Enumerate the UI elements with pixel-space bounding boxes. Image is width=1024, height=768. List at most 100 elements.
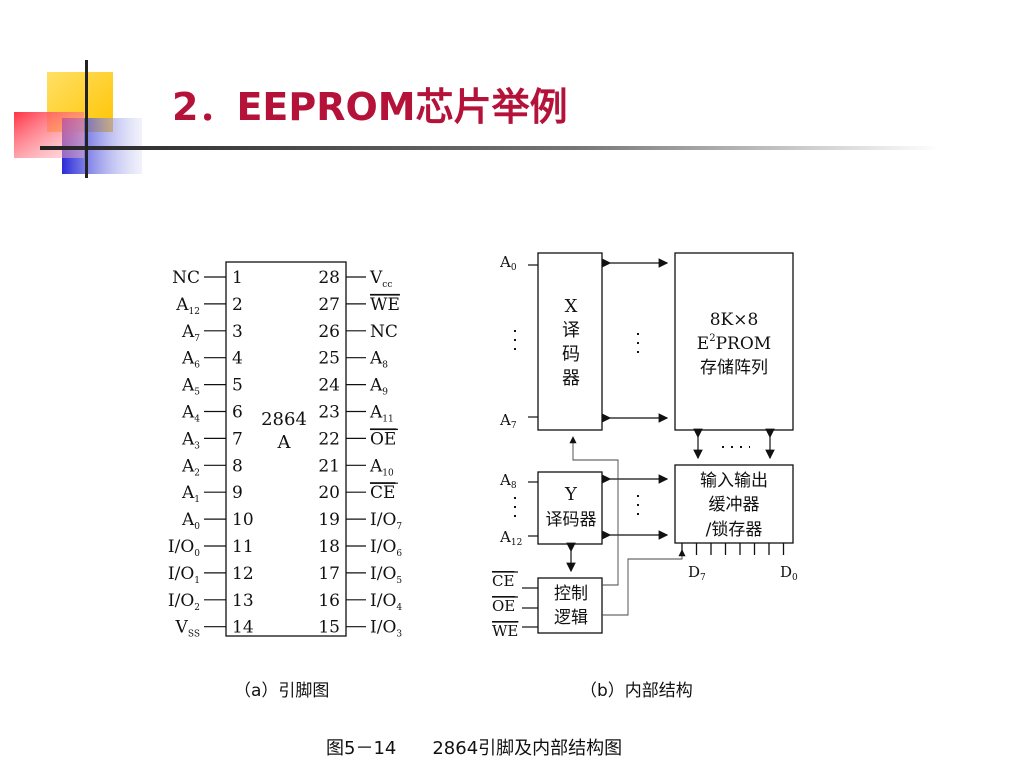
- pin-11-name: I/O0: [168, 537, 200, 559]
- pin-14-name-main: V: [175, 618, 189, 638]
- pin-6-name: A4: [181, 403, 200, 425]
- pin-4-name-sub: 6: [194, 361, 200, 371]
- pin-20-number: 20: [318, 483, 340, 503]
- pin-21-name: A10: [369, 456, 394, 478]
- pin-7-number: 7: [232, 429, 243, 449]
- pin-15-name-sub: 3: [396, 630, 402, 640]
- pin-12-name-sub: 1: [194, 576, 200, 586]
- pin-19-name-main: I/O: [370, 510, 396, 530]
- pin-21-name-main: A: [369, 456, 383, 476]
- label-d7-sub: 7: [700, 573, 706, 583]
- pin-18-name: I/O6: [370, 537, 402, 559]
- pin-15-number: 15: [318, 618, 340, 638]
- pin-17-name-main: I/O: [370, 564, 396, 584]
- pin-9-name-main: A: [181, 483, 195, 503]
- pin-6-name-main: A: [181, 403, 195, 423]
- pin-17-number: 17: [318, 564, 340, 584]
- label-a8-sub: 8: [511, 481, 517, 491]
- slide-title: 2．EEPROM芯片举例: [172, 85, 568, 129]
- pin-18-number: 18: [318, 537, 340, 557]
- label-we: WE: [492, 622, 518, 640]
- pin-8-name-main: A: [181, 456, 195, 476]
- pin-4-name: A6: [181, 349, 200, 371]
- label-d7: D7: [688, 563, 706, 583]
- pin-16-name-main: I/O: [370, 591, 396, 611]
- label-d7-name: D: [688, 563, 700, 581]
- pin-5: A5 5: [181, 376, 243, 398]
- x-decoder-text-4: 器: [562, 368, 580, 389]
- pin-8-number: 8: [232, 456, 243, 476]
- pin-21: 21 A10: [318, 456, 394, 478]
- label-a7-name: A: [499, 411, 511, 429]
- pin-21-number: 21: [318, 456, 340, 476]
- label-a12-sub: 12: [511, 538, 522, 548]
- label-a12: A12: [499, 528, 522, 548]
- array-text-2: E2PROM: [697, 333, 771, 354]
- pin-23: 23 A11: [318, 403, 393, 425]
- decor-title-underline: [40, 146, 940, 150]
- buffer-text-1: 输入输出: [700, 471, 768, 491]
- chip-label-line1: 2864: [261, 409, 307, 430]
- pin-12-number: 12: [232, 564, 254, 584]
- pin-13-name-sub: 2: [194, 603, 200, 613]
- pin-24-name: A9: [369, 376, 388, 398]
- pin-27-name: WE: [370, 295, 400, 315]
- label-a7-sub: 7: [511, 421, 517, 431]
- label-ce: CE: [492, 572, 514, 590]
- pin-19: 19 I/O7: [318, 510, 402, 532]
- y-decoder-text-2: 译码器: [546, 510, 597, 530]
- label-oe: OE: [492, 597, 515, 615]
- io-buffer-block: [674, 464, 794, 544]
- figure-caption: 图5－14 2864引脚及内部结构图: [326, 738, 623, 759]
- buffer-text-2: 缓冲器: [709, 495, 760, 515]
- pin-15-name: I/O3: [370, 618, 402, 640]
- pin-23-name-sub: 11: [382, 415, 393, 425]
- pin-1-name: NC: [172, 268, 200, 288]
- pin-16-name: I/O4: [370, 591, 402, 613]
- pin-23-name-main: A: [369, 403, 383, 423]
- pin-10-name-sub: 0: [194, 522, 200, 532]
- pin-4-name-main: A: [181, 349, 195, 369]
- control-text-2: 逻辑: [554, 608, 588, 628]
- array-text-1: 8K×8: [710, 310, 759, 330]
- pin-15: 15 I/O3: [318, 618, 402, 640]
- pin-28-name: Vcc: [369, 268, 392, 290]
- label-a12-name: A: [499, 528, 511, 546]
- pin-3-name-main: A: [181, 322, 195, 342]
- pin-19-name-sub: 7: [396, 522, 402, 532]
- pin-23-number: 23: [318, 403, 340, 423]
- pin-22-name-main: OE: [370, 429, 396, 449]
- wire-control-buffer: [602, 549, 686, 616]
- pin-10-name-main: A: [181, 510, 195, 530]
- pin-17-name-sub: 5: [396, 576, 402, 586]
- pin-24-name-main: A: [369, 376, 383, 396]
- pin-25-number: 25: [318, 349, 340, 369]
- control-logic-block: [537, 577, 603, 634]
- pin-19-number: 19: [318, 510, 340, 530]
- pin-17-name: I/O5: [370, 564, 402, 586]
- pin-26-name: NC: [370, 322, 398, 342]
- pin-3-number: 3: [232, 322, 243, 342]
- decor-red-square: [14, 112, 84, 158]
- pin-11-name-main: I/O: [168, 537, 194, 557]
- label-a0-name: A: [499, 253, 511, 271]
- pin-20-name: CE: [370, 483, 395, 503]
- pin-8-name-sub: 2: [194, 468, 200, 478]
- pin-27-name-main: WE: [370, 295, 400, 315]
- pin-5-number: 5: [232, 376, 243, 396]
- x-decoder-text-2: 译: [562, 320, 580, 341]
- pin-5-name: A5: [181, 376, 200, 398]
- pin-28-number: 28: [318, 268, 340, 288]
- array-text-2-rest: PROM: [716, 334, 772, 354]
- pin-28-name-main: V: [369, 268, 383, 288]
- array-text-3: 存储阵列: [700, 358, 768, 378]
- pin-26-name-main: NC: [370, 322, 398, 342]
- pin-23-name: A11: [369, 403, 394, 425]
